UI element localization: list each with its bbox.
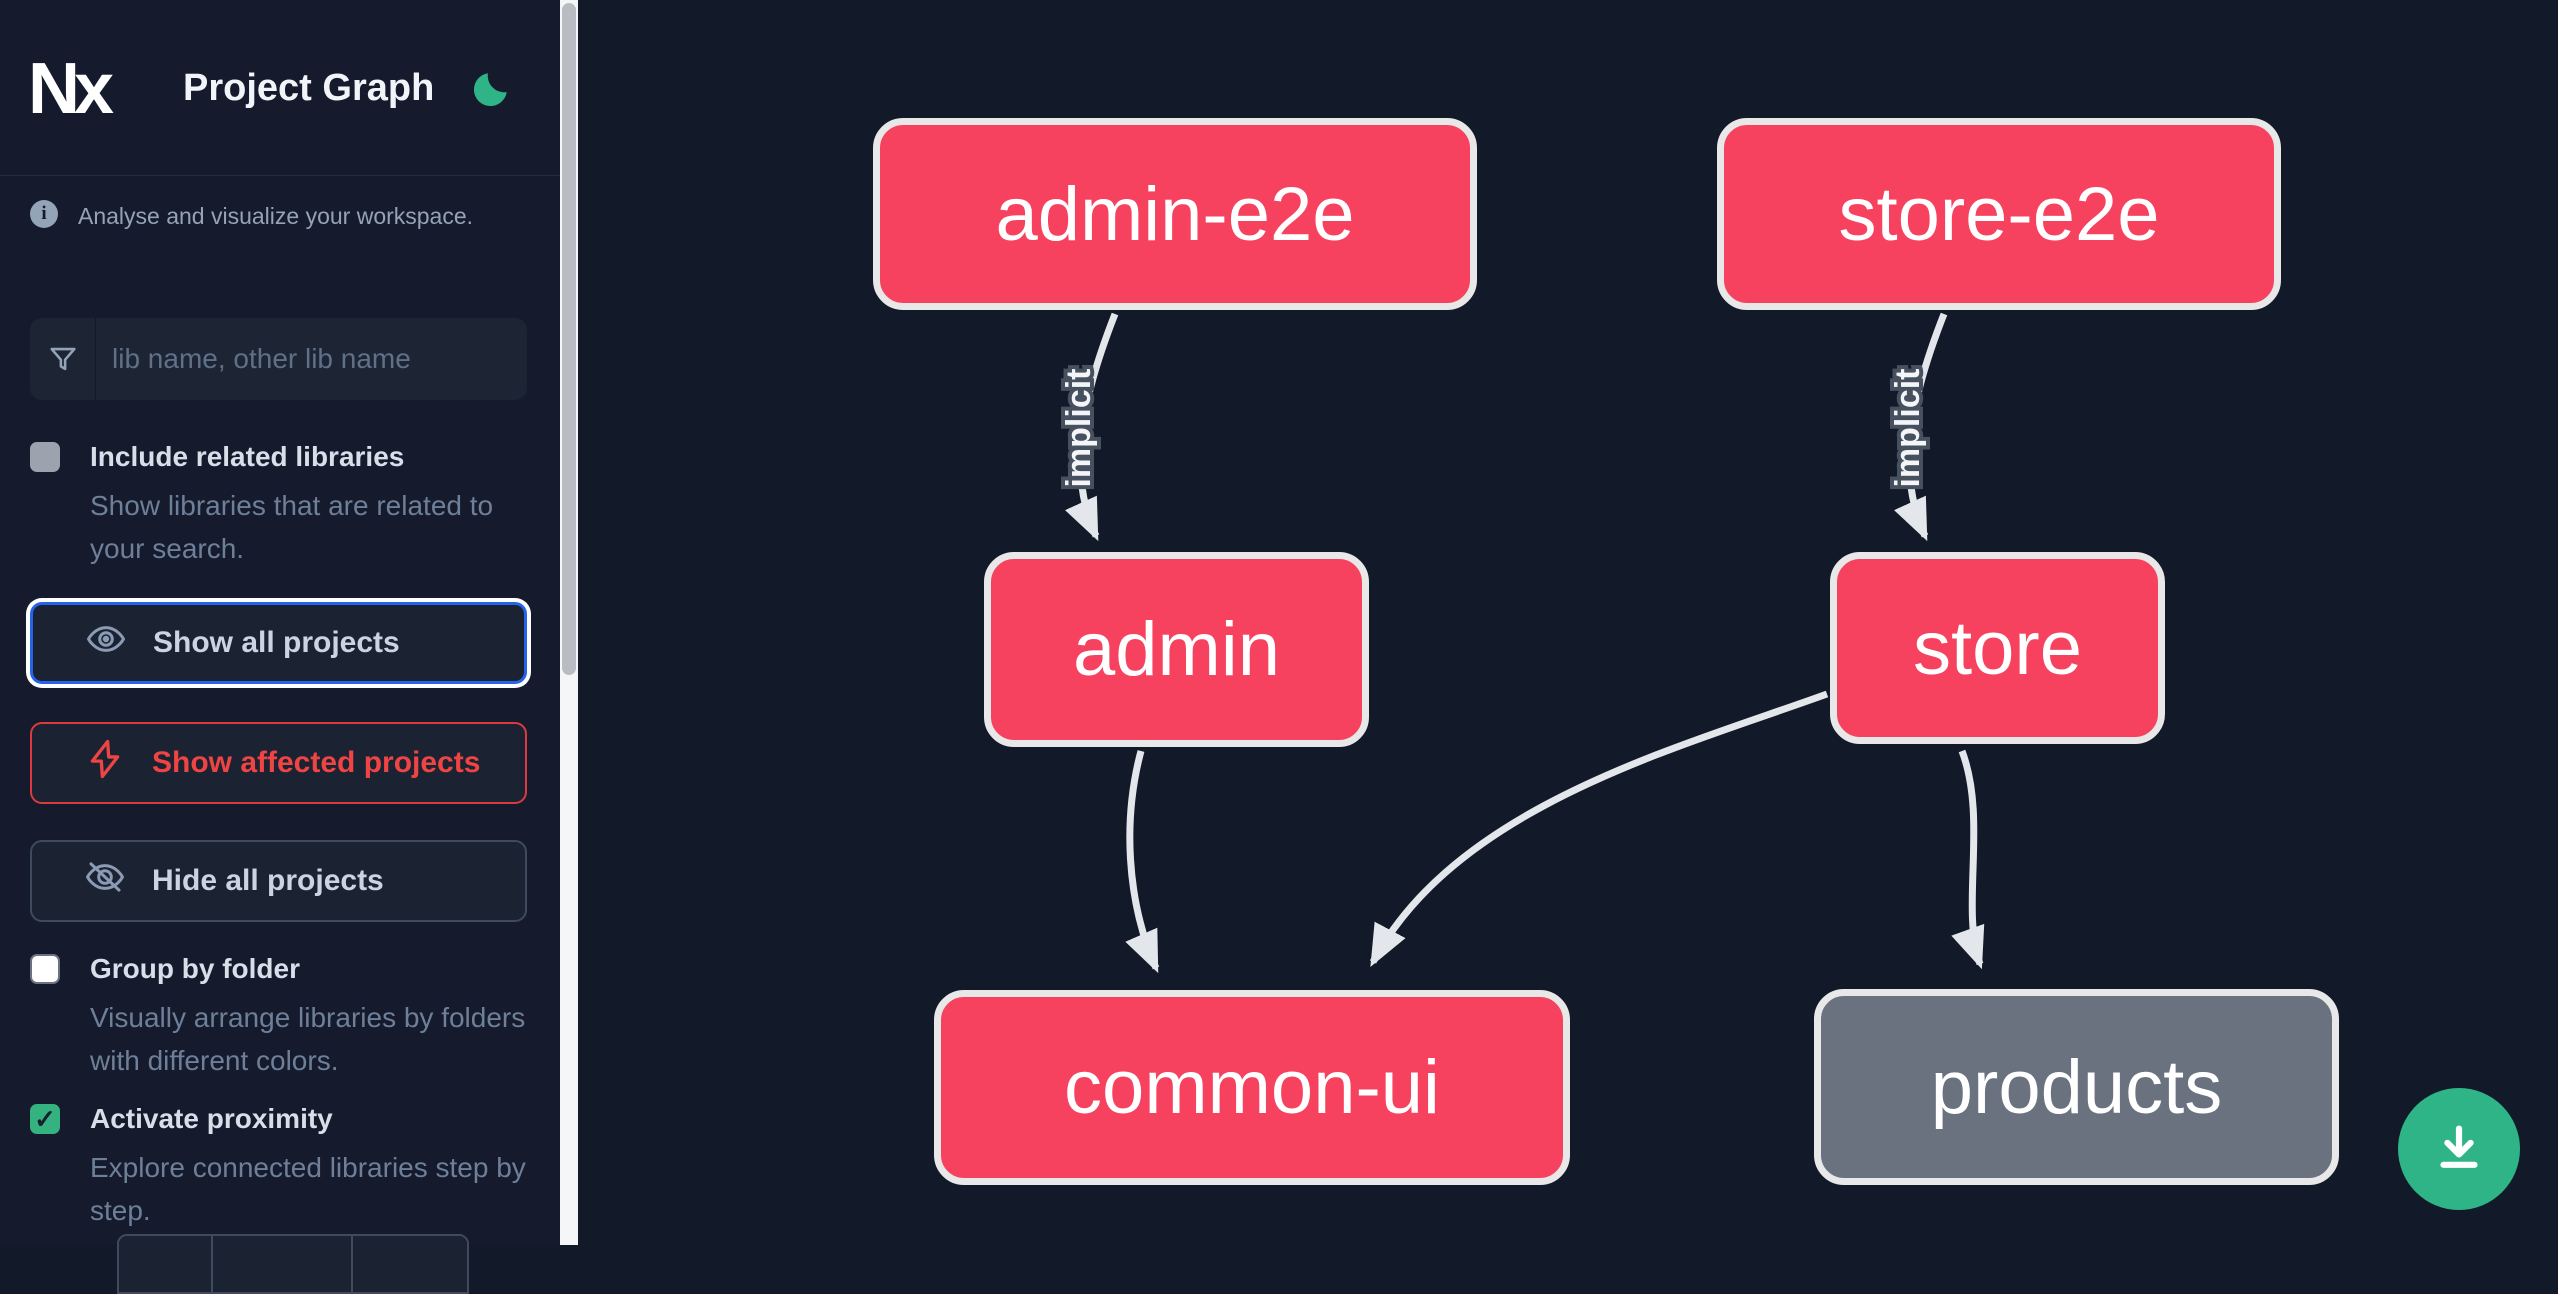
toggle-description: Show libraries that are related to your … [90,490,494,564]
graph-edges: implicit implicit [1056,312,1985,974]
proximity-increment-button[interactable] [351,1236,467,1292]
graph-node-store-e2e[interactable]: store-e2e [1717,118,2281,310]
search-box [30,318,527,400]
proximity-decrement-button[interactable] [119,1236,211,1292]
page-title: Project Graph [183,67,435,109]
workspace-tagline: Analyse and visualize your workspace. [78,203,474,229]
eye-off-icon [84,856,126,906]
toggle-description: Explore connected libraries step by step… [90,1152,526,1226]
edge-admin-to-common-ui[interactable] [1125,750,1160,974]
nx-logo: Nx [28,49,114,129]
sidebar-scrollbar-thumb[interactable] [562,3,576,675]
edge-store-e2e-to-store[interactable] [1894,312,1948,542]
toggle-label: Group by folder [90,953,300,984]
filter-icon [30,318,96,400]
toggle-label: Include related libraries [90,441,405,472]
proximity-value [211,1236,351,1292]
edge-label-implicit[interactable]: implicit [1885,364,1931,491]
download-icon [2428,1117,2490,1182]
workspace-tagline-row: i Analyse and visualize your workspace. [30,200,530,231]
sidebar: Nx Project Graph i Analyse and visualize… [0,0,560,1294]
toggle-activate-proximity: ✓ Activate proximity Explore connected l… [30,1102,530,1232]
toggle-label: Activate proximity [90,1103,333,1134]
toggle-include-related-libraries: Include related libraries Show libraries… [30,440,530,570]
checkbox-activate-proximity[interactable]: ✓ [30,1104,60,1134]
sidebar-scrollbar-track[interactable] [560,0,578,1245]
bolt-icon [84,738,126,788]
edge-store-to-products[interactable] [1951,749,1985,970]
hide-all-projects-button[interactable]: Hide all projects [30,840,527,922]
toggle-group-by-folder: Group by folder Visually arrange librari… [30,952,530,1082]
sidebar-header: Nx Project Graph [0,0,560,176]
proximity-stepper [117,1234,469,1294]
toggle-description: Visually arrange libraries by folders wi… [90,1002,526,1076]
info-icon: i [30,200,58,228]
graph-node-admin[interactable]: admin [984,552,1369,747]
button-label: Show all projects [153,626,400,659]
graph-node-products[interactable]: products [1814,989,2339,1185]
graph-node-admin-e2e[interactable]: admin-e2e [873,118,1477,310]
edge-label-implicit[interactable]: implicit [1056,364,1102,491]
edge-admin-e2e-to-admin[interactable] [1065,312,1119,542]
eye-icon [85,618,127,668]
graph-node-store[interactable]: store [1830,552,2165,744]
checkbox-include-related[interactable] [30,442,60,472]
edge-store-to-common-ui[interactable] [1369,690,1829,967]
graph-node-common-ui[interactable]: common-ui [934,990,1570,1185]
theme-toggle-button[interactable] [468,66,514,112]
search-input[interactable] [96,318,527,400]
download-graph-button[interactable] [2398,1088,2520,1210]
button-label: Hide all projects [152,864,384,897]
show-affected-projects-button[interactable]: Show affected projects [30,722,527,804]
button-label: Show affected projects [152,746,481,779]
show-all-projects-button[interactable]: Show all projects [30,602,527,684]
moon-icon [468,73,514,115]
project-graph-canvas[interactable]: implicit implicit admin-e2e store-e2e ad… [578,0,2558,1245]
checkbox-group-by-folder[interactable] [30,954,60,984]
